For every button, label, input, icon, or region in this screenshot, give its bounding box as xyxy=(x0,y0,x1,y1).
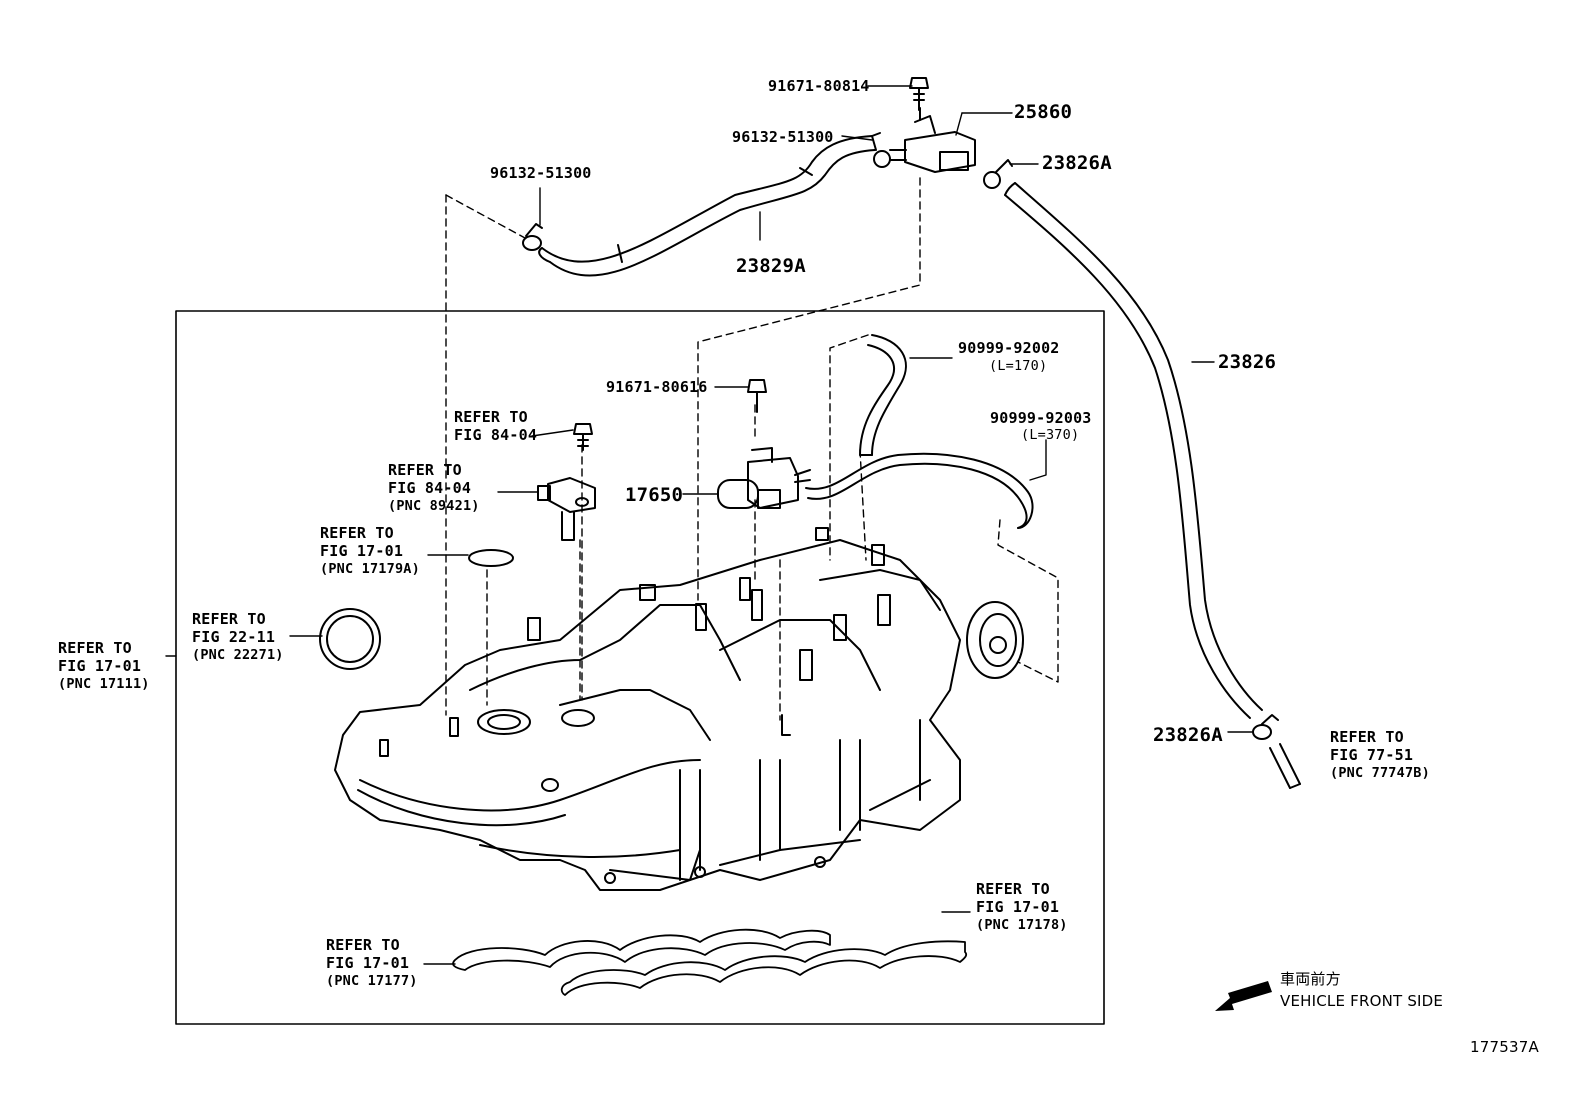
ref-line: FIG 84-04 xyxy=(454,426,538,444)
ref-pnc: (PNC 17179A) xyxy=(320,561,420,577)
ref-fig-84-04-sensor: REFER TO FIG 84-04 (PNC 89421) xyxy=(388,461,480,515)
label-90999-92002-length: (L=170) xyxy=(989,358,1048,374)
ref-line: FIG 17-01 xyxy=(326,954,410,972)
label-23826a-bottom: 23826A xyxy=(1153,724,1223,746)
label-90999-92003-length: (L=370) xyxy=(1021,427,1080,443)
label-23826: 23826 xyxy=(1218,351,1277,373)
ref-fig-22-11-gasket: REFER TO FIG 22-11 (PNC 22271) xyxy=(192,610,284,664)
hose-90999-92003 xyxy=(805,452,1034,529)
label-23829a: 23829A xyxy=(736,255,806,277)
o-ring-17179a xyxy=(468,549,514,567)
vehicle-front-label-en: VEHICLE FRONT SIDE xyxy=(1280,992,1444,1010)
clamp-23826a-bottom xyxy=(1252,714,1279,740)
ref-line: REFER TO xyxy=(454,408,528,426)
ref-pnc: (PNC 22271) xyxy=(192,647,284,663)
ref-line: FIG 17-01 xyxy=(58,657,142,675)
ref-pnc: (PNC 89421) xyxy=(388,498,480,514)
pipe-stub-77-51 xyxy=(1269,743,1301,789)
bolt-84-04 xyxy=(573,423,593,451)
sensor-89421 xyxy=(537,477,596,541)
label-25860: 25860 xyxy=(1014,101,1073,123)
ref-fig-17-01-o-ring: REFER TO FIG 17-01 (PNC 17179A) xyxy=(320,524,420,578)
ref-line: REFER TO xyxy=(1330,728,1404,746)
bolt-91671-80814 xyxy=(909,77,929,111)
ref-pnc: (PNC 17111) xyxy=(58,676,150,692)
intake-manifold-body xyxy=(334,527,1024,891)
ref-line: REFER TO xyxy=(388,461,462,479)
ref-line: FIG 22-11 xyxy=(192,628,276,646)
label-91671-80616: 91671-80616 xyxy=(606,378,708,396)
label-17650: 17650 xyxy=(625,484,684,506)
dashed-guides xyxy=(445,177,1059,721)
gasket-leaders xyxy=(423,911,971,965)
ref-fig-77-51-hose: REFER TO FIG 77-51 (PNC 77747B) xyxy=(1330,728,1430,782)
hose-23826 xyxy=(1004,182,1263,719)
ref-line: REFER TO xyxy=(58,639,132,657)
hose-90999-92002 xyxy=(859,334,907,456)
clamp-23826a-top xyxy=(983,159,1013,189)
vsv-25860 xyxy=(889,107,976,173)
ref-pnc: (PNC 17178) xyxy=(976,917,1068,933)
ref-pnc: (PNC 17177) xyxy=(326,973,418,989)
ref-line: FIG 84-04 xyxy=(388,479,472,497)
vsv-17650 xyxy=(717,447,811,509)
vehicle-front-arrow-icon xyxy=(1215,981,1272,1011)
clamp-96132-left xyxy=(522,223,543,251)
label-96132-51300-left: 96132-51300 xyxy=(490,164,592,182)
label-90999-92003: 90999-92003 xyxy=(990,409,1092,427)
ref-fig-84-04-bolt: REFER TO FIG 84-04 xyxy=(454,408,537,444)
ref-line: REFER TO xyxy=(326,936,400,954)
gasket-22271 xyxy=(319,608,381,670)
hose-23829a xyxy=(538,135,876,277)
ref-fig-17-01-gasket-right: REFER TO FIG 17-01 (PNC 17178) xyxy=(976,880,1068,934)
ref-fig-17-01-manifold: REFER TO FIG 17-01 (PNC 17111) xyxy=(58,639,150,693)
ref-fig-17-01-gasket-left: REFER TO FIG 17-01 (PNC 17177) xyxy=(326,936,418,990)
ref-line: REFER TO xyxy=(192,610,266,628)
ref-line: FIG 17-01 xyxy=(320,542,404,560)
ref-line: REFER TO xyxy=(320,524,394,542)
ref-line: FIG 17-01 xyxy=(976,898,1060,916)
figure-id: 177537A xyxy=(1470,1038,1539,1056)
bolt-91671-80616 xyxy=(747,379,767,413)
vehicle-front-label-jp: 車両前方 xyxy=(1280,970,1341,988)
gasket-17177 xyxy=(452,928,831,971)
label-23826a-top: 23826A xyxy=(1042,152,1112,174)
ref-line: FIG 77-51 xyxy=(1330,746,1414,764)
label-91671-80814: 91671-80814 xyxy=(768,77,870,95)
subassembly-frame xyxy=(175,310,1105,1025)
ref-pnc: (PNC 77747B) xyxy=(1330,765,1430,781)
label-90999-92002: 90999-92002 xyxy=(958,339,1060,357)
leader-lines xyxy=(165,85,1253,733)
inner-leader-lines xyxy=(289,357,1047,637)
gasket-17178 xyxy=(560,940,968,996)
label-96132-51300-upper: 96132-51300 xyxy=(732,128,834,146)
ref-line: REFER TO xyxy=(976,880,1050,898)
